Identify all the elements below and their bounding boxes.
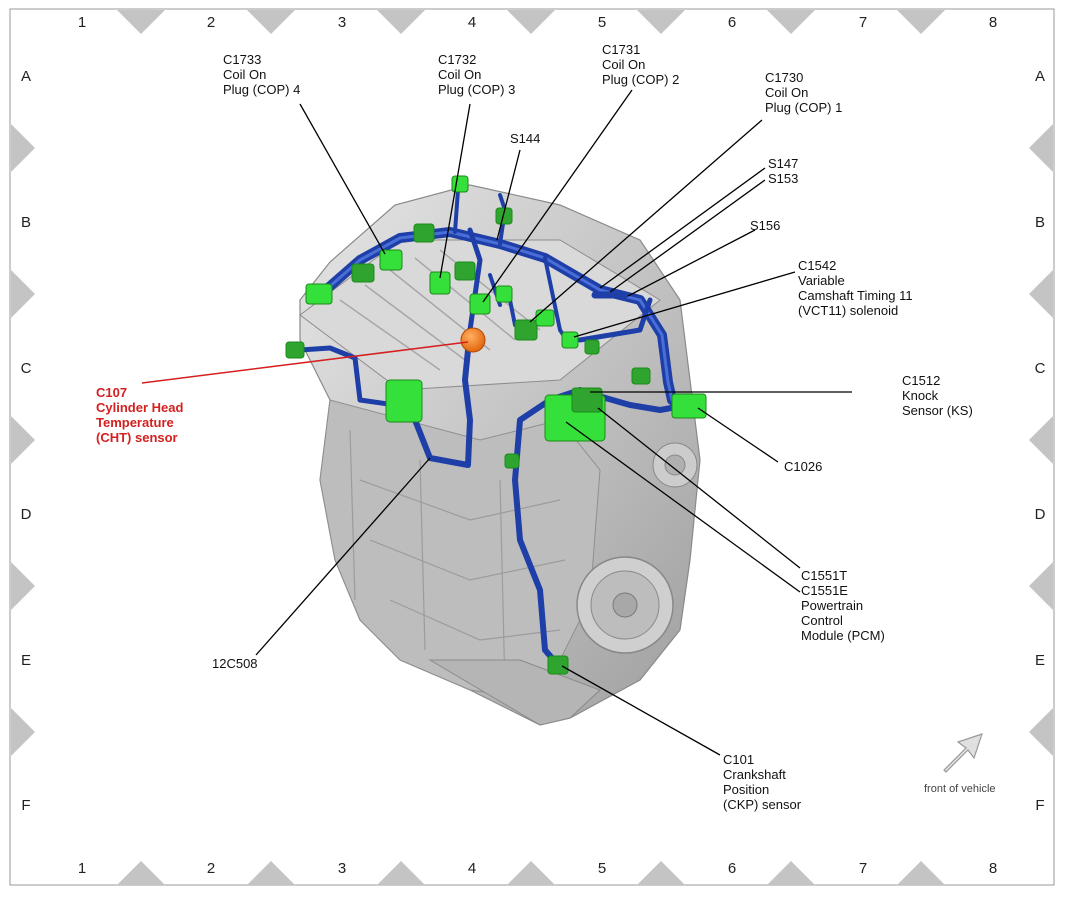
label-c1026: C1026 bbox=[784, 459, 823, 474]
grid-col-label-bottom-3: 3 bbox=[337, 860, 347, 877]
grid-col-label-top-1: 1 bbox=[77, 14, 87, 31]
grid-row-label-right-d: D bbox=[1034, 506, 1046, 523]
front-of-vehicle-arrow bbox=[943, 733, 983, 773]
label-c1542-vct11: C1542 Variable Camshaft Timing 11 (VCT11… bbox=[798, 258, 913, 318]
grid-col-label-top-6: 6 bbox=[727, 14, 737, 31]
label-s156: S156 bbox=[750, 218, 781, 233]
grid-row-label-right-c: C bbox=[1034, 360, 1046, 377]
bottom-grid-markers bbox=[117, 861, 945, 885]
label-c1551-pcm: C1551T C1551E Powertrain Control Module … bbox=[801, 568, 885, 643]
connectors bbox=[285, 175, 707, 675]
grid-col-label-bottom-1: 1 bbox=[77, 860, 87, 877]
left-grid-markers bbox=[11, 124, 35, 756]
label-c1731-cop2: C1731 Coil On Plug (COP) 2 bbox=[602, 42, 680, 87]
grid-col-label-top-8: 8 bbox=[988, 14, 998, 31]
grid-row-label-right-a: A bbox=[1034, 68, 1045, 85]
grid-row-label-left-c: C bbox=[20, 360, 32, 377]
front-of-vehicle-label: front of vehicle bbox=[924, 783, 996, 795]
grid-row-label-right-b: B bbox=[1034, 214, 1045, 231]
grid-col-label-bottom-5: 5 bbox=[597, 860, 607, 877]
label-c1730-cop1: C1730 Coil On Plug (COP) 1 bbox=[765, 70, 843, 115]
grid-row-label-left-b: B bbox=[20, 214, 31, 231]
grid-row-label-left-d: D bbox=[20, 506, 32, 523]
grid-col-label-top-7: 7 bbox=[858, 14, 868, 31]
label-c1733-cop4: C1733 Coil On Plug (COP) 4 bbox=[223, 52, 301, 97]
leader-lines bbox=[255, 89, 852, 756]
label-c101-ckp-sensor: C101 Crankshaft Position (CKP) sensor bbox=[723, 752, 802, 812]
cht-leader-line bbox=[141, 341, 469, 384]
label-c107-cht-sensor: C107 Cylinder Head Temperature (CHT) sen… bbox=[96, 385, 184, 445]
label-s144: S144 bbox=[510, 131, 541, 146]
label-s147-s153: S147 S153 bbox=[768, 156, 799, 186]
grid-col-label-top-4: 4 bbox=[467, 14, 477, 31]
grid-row-label-right-f: F bbox=[1035, 797, 1045, 814]
label-c1732-cop3: C1732 Coil On Plug (COP) 3 bbox=[438, 52, 516, 97]
top-grid-markers bbox=[117, 10, 945, 34]
cht-sensor-marker bbox=[460, 327, 486, 353]
grid-row-label-left-e: E bbox=[20, 652, 31, 669]
grid-col-label-bottom-6: 6 bbox=[727, 860, 737, 877]
grid-row-label-left-f: F bbox=[21, 797, 31, 814]
grid-col-label-bottom-4: 4 bbox=[467, 860, 477, 877]
engine-illustration bbox=[299, 184, 701, 726]
label-12c508-harness: 12C508 bbox=[212, 656, 258, 671]
grid-col-label-top-2: 2 bbox=[206, 14, 216, 31]
grid-row-label-right-e: E bbox=[1034, 652, 1045, 669]
grid-col-label-bottom-2: 2 bbox=[206, 860, 216, 877]
right-grid-markers bbox=[1029, 124, 1053, 756]
grid-col-label-top-3: 3 bbox=[337, 14, 347, 31]
label-c1512-knock-sensor: C1512 Knock Sensor (KS) bbox=[902, 373, 973, 418]
grid-col-label-top-5: 5 bbox=[597, 14, 607, 31]
grid-row-label-left-a: A bbox=[20, 68, 31, 85]
grid-col-label-bottom-7: 7 bbox=[858, 860, 868, 877]
grid-col-label-bottom-8: 8 bbox=[988, 860, 998, 877]
